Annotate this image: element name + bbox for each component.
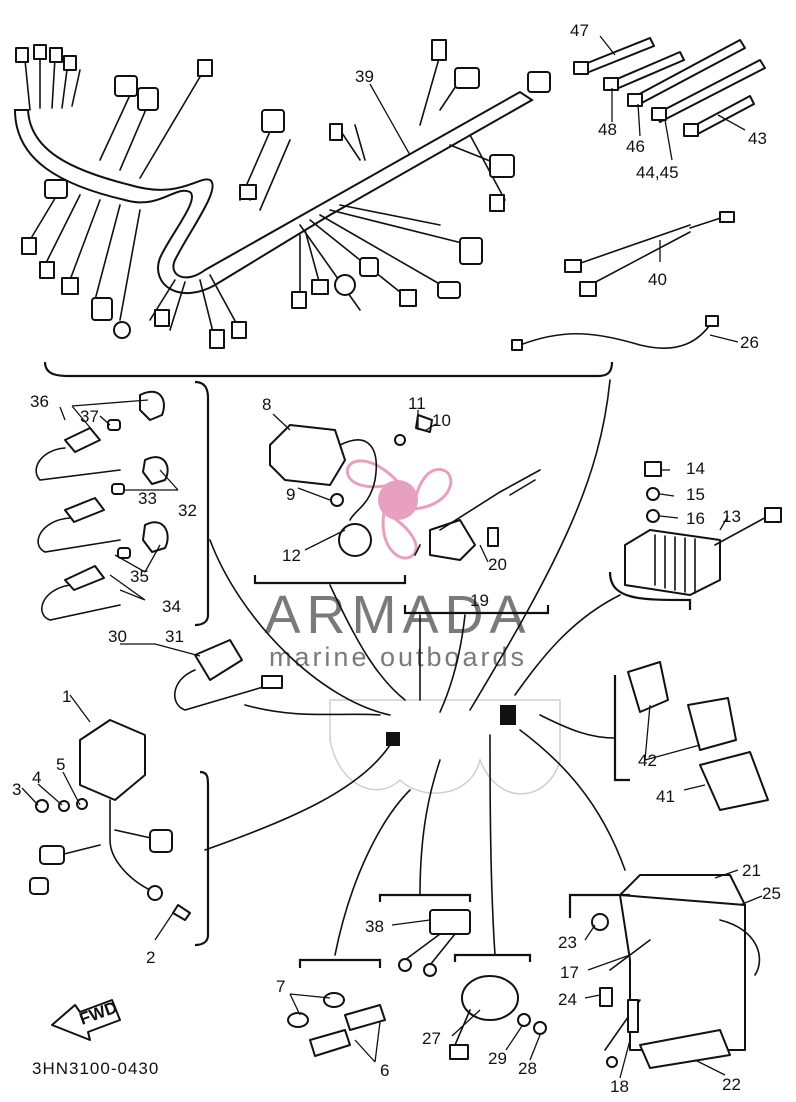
callout-36: 36 xyxy=(30,392,49,411)
cdi-unit-1 xyxy=(29,719,191,921)
callout-33: 33 xyxy=(138,489,157,508)
callout-28: 28 xyxy=(518,1059,537,1078)
routing-lines xyxy=(204,379,626,956)
plug-caps-6-7 xyxy=(287,992,386,1057)
watermark: ARMADA marine outboards xyxy=(264,459,531,672)
thermo-switch-group xyxy=(35,390,169,621)
callout-47: 47 xyxy=(570,21,589,40)
callout-labels: 1 2 3 4 5 6 7 8 9 10 11 12 13 14 15 16 1… xyxy=(12,21,781,1096)
cdi-coil-19 xyxy=(414,469,541,561)
cable-ties-group xyxy=(573,37,766,137)
starter-relay-27 xyxy=(449,975,547,1060)
callout-23: 23 xyxy=(558,933,577,952)
callout-35: 35 xyxy=(130,567,149,586)
callout-18: 18 xyxy=(610,1077,629,1096)
fwd-arrow: FWD xyxy=(51,998,121,1041)
callout-46: 46 xyxy=(626,137,645,156)
callout-15: 15 xyxy=(686,485,705,504)
covers-41-42 xyxy=(627,661,769,811)
callout-5: 5 xyxy=(56,755,65,774)
callout-14: 14 xyxy=(686,459,705,478)
group-brackets xyxy=(43,361,692,968)
callout-27: 27 xyxy=(422,1029,441,1048)
callout-32: 32 xyxy=(178,501,197,520)
callout-11: 11 xyxy=(408,394,426,413)
callout-42: 42 xyxy=(638,751,657,770)
callout-9: 9 xyxy=(286,485,295,504)
callout-25: 25 xyxy=(762,884,781,903)
callout-10: 10 xyxy=(432,411,451,430)
callout-13: 13 xyxy=(722,507,741,526)
relay-30 xyxy=(173,639,283,711)
callout-43: 43 xyxy=(748,129,767,148)
callout-38: 38 xyxy=(365,917,384,936)
callout-21: 21 xyxy=(742,861,761,880)
callout-41: 41 xyxy=(656,787,675,806)
callout-40: 40 xyxy=(648,270,667,289)
callout-12: 12 xyxy=(282,546,301,565)
callout-39: 39 xyxy=(355,67,374,86)
callout-37: 37 xyxy=(80,407,99,426)
callout-48: 48 xyxy=(598,120,617,139)
propeller-icon xyxy=(345,459,453,560)
engine-outline xyxy=(329,699,561,795)
lead-wires-40-26 xyxy=(511,211,735,351)
battery-group-17 xyxy=(591,874,761,1069)
callout-30: 30 xyxy=(108,627,127,646)
callout-16: 16 xyxy=(686,509,705,528)
callout-20: 20 xyxy=(488,555,507,574)
callout-19: 19 xyxy=(470,591,489,610)
drawing-code: 3HN3100-0430 xyxy=(32,1059,159,1078)
callout-31: 31 xyxy=(165,627,184,646)
rectifier-regulator-13 xyxy=(624,461,782,596)
callout-22: 22 xyxy=(722,1075,741,1094)
callout-6: 6 xyxy=(380,1061,389,1080)
callout-26: 26 xyxy=(740,333,759,352)
callout-29: 29 xyxy=(488,1049,507,1068)
callout-3: 3 xyxy=(12,780,21,799)
callout-44-45: 44,45 xyxy=(636,163,679,182)
callout-24: 24 xyxy=(558,990,577,1009)
callout-7: 7 xyxy=(276,977,285,996)
callout-1: 1 xyxy=(62,687,71,706)
callout-34: 34 xyxy=(162,597,181,616)
callout-8: 8 xyxy=(262,395,271,414)
watermark-brand: ARMADA xyxy=(264,585,531,645)
ignition-coil-8 xyxy=(269,414,433,557)
watermark-tagline: marine outboards xyxy=(269,642,527,672)
callout-4: 4 xyxy=(32,768,41,787)
callout-2: 2 xyxy=(146,948,155,967)
callout-17: 17 xyxy=(560,963,579,982)
callout-leaders xyxy=(21,35,763,1079)
coupler-38 xyxy=(398,909,471,977)
wire-harness-39 xyxy=(13,39,551,349)
